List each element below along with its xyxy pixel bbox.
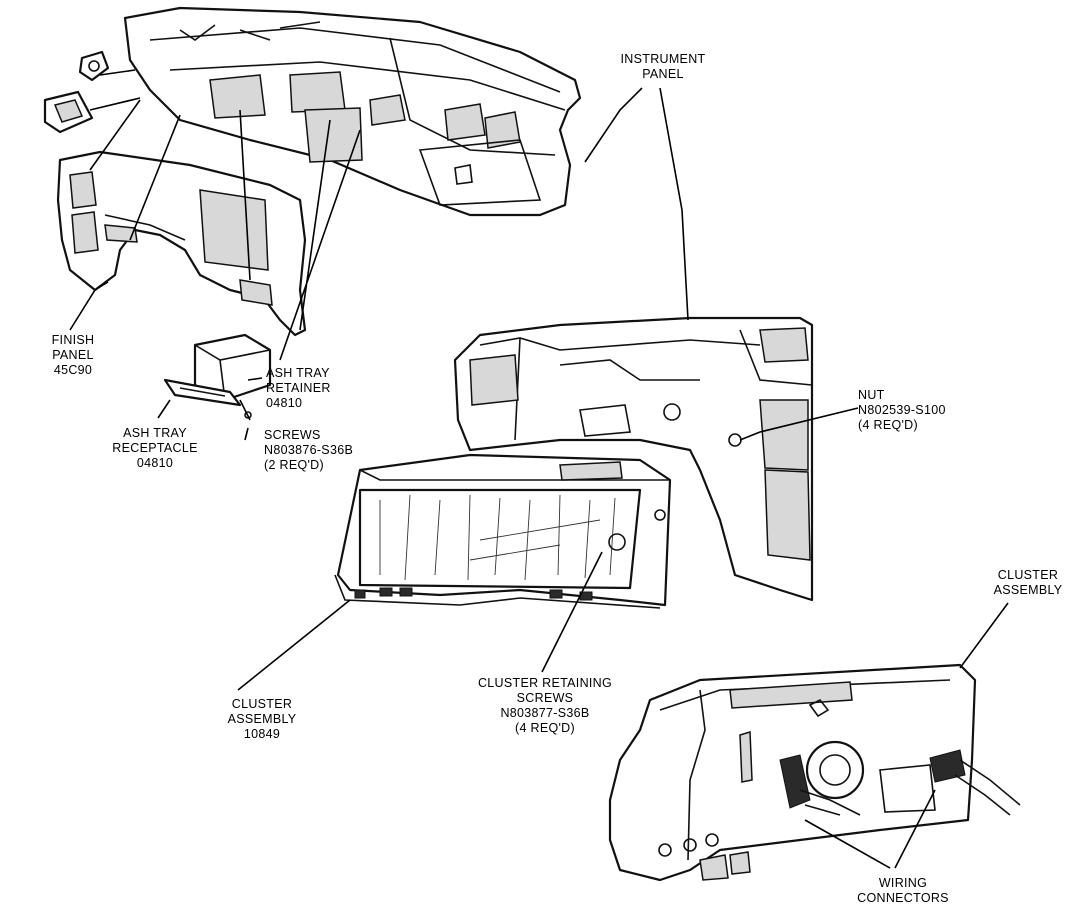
label-cluster-assembly-left: CLUSTER ASSEMBLY 10849 (212, 697, 312, 742)
label-line: 04810 (136, 456, 174, 470)
label-line: (2 REQ'D) (264, 458, 324, 472)
ash-tray-drawing (163, 333, 272, 441)
label-line: PANEL (52, 348, 94, 362)
label-screws: SCREWS N803876-S36B (2 REQ'D) (264, 428, 384, 473)
label-finish-panel: FINISH PANEL 45C90 (38, 333, 108, 378)
label-line: (4 REQ'D) (858, 418, 918, 432)
label-line: 45C90 (53, 363, 93, 377)
switch-bezel-parts (43, 50, 141, 134)
label-nut: NUT N802539-S100 (4 REQ'D) (858, 388, 978, 433)
label-wiring-connectors: WIRING CONNECTORS (838, 876, 968, 906)
label-cluster-assembly-right: CLUSTER ASSEMBLY (978, 568, 1078, 598)
instrument-panel-drawing (123, 6, 582, 217)
label-line: (4 REQ'D) (515, 721, 575, 735)
label-line: N803877-S36B (500, 706, 590, 720)
label-line: CLUSTER (997, 568, 1059, 582)
label-line: PANEL (642, 67, 684, 81)
label-line: SCREWS (264, 428, 321, 442)
label-line: SCREWS (516, 691, 574, 705)
label-line: ASSEMBLY (993, 583, 1063, 597)
label-line: 04810 (266, 396, 303, 410)
label-line: ASH TRAY (123, 426, 187, 440)
label-cluster-retaining-screws: CLUSTER RETAINING SCREWS N803877-S36B (4… (460, 676, 630, 736)
label-line: WIRING (878, 876, 928, 890)
label-line: 10849 (243, 727, 281, 741)
label-line: N802539-S100 (858, 403, 946, 417)
label-line: ASH TRAY (266, 366, 330, 380)
lower-instrument-panel-drawing (453, 316, 814, 602)
label-line: CLUSTER RETAINING (477, 676, 613, 690)
label-line: INSTRUMENT (620, 52, 706, 66)
explode-lines (89, 99, 361, 361)
label-line: CLUSTER (231, 697, 293, 711)
finish-panel-drawing (56, 150, 307, 337)
label-line: FINISH (51, 333, 95, 347)
label-line: N803876-S36B (264, 443, 354, 457)
label-line: NUT (858, 388, 885, 402)
label-ash-tray-receptacle: ASH TRAY RECEPTACLE 04810 (95, 426, 215, 471)
label-ash-tray-retainer: ASH TRAY RETAINER 04810 (266, 366, 376, 411)
label-line: ASSEMBLY (227, 712, 297, 726)
cluster-assembly-right-drawing (608, 663, 1021, 882)
label-line: RETAINER (266, 381, 331, 395)
cluster-assembly-center-drawing (334, 453, 672, 609)
callout-leaders (69, 87, 1009, 869)
label-line: RECEPTACLE (112, 441, 198, 455)
label-instrument-panel: INSTRUMENT PANEL (608, 52, 718, 82)
label-line: CONNECTORS (857, 891, 949, 905)
